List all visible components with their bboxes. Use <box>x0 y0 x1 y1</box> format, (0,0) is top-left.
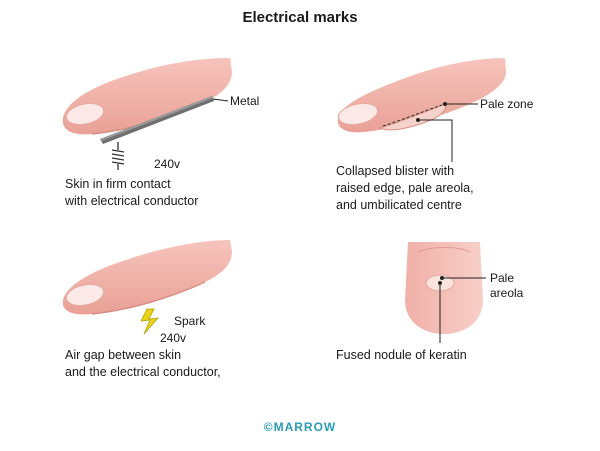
nodule-caption: Fused nodule of keratin <box>336 348 467 362</box>
voltage-label-spark: 240v <box>160 331 187 345</box>
diagram-title: Electrical marks <box>242 9 358 26</box>
coil-icon <box>111 142 125 170</box>
finger-metal-contact <box>62 58 232 170</box>
blister-caption: Collapsed blister with raised edge, pale… <box>336 164 474 212</box>
spark-label: Spark <box>174 314 206 328</box>
brand-logo: ©MARROW <box>263 420 337 434</box>
contact-caption: Skin in firm contact with electrical con… <box>65 177 199 208</box>
metal-label: Metal <box>230 94 260 108</box>
spark-icon <box>140 308 159 335</box>
finger-blister <box>337 58 506 162</box>
voltage-label-contact: 240v <box>154 157 181 171</box>
pale-areola-label: Pale areola <box>490 271 524 300</box>
fingertip-nodule <box>405 242 486 343</box>
pale-zone-label: Pale zone <box>480 97 534 111</box>
finger-spark <box>62 240 232 335</box>
spark-caption: Air gap between skin and the electrical … <box>65 348 221 379</box>
